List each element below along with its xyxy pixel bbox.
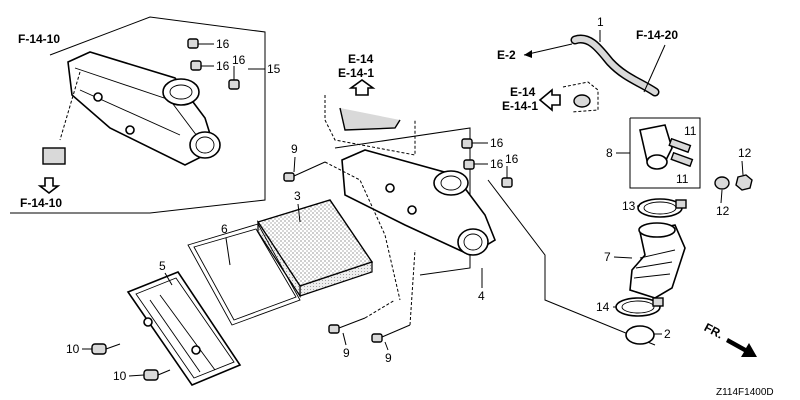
breather-tube (339, 107, 401, 131)
callout-15: 15 (267, 62, 281, 76)
ref-f-14-20: F-14-20 (636, 28, 678, 42)
bolt-16-e (463, 159, 475, 170)
clip-part (42, 147, 66, 165)
callout-16: 16 (505, 152, 519, 166)
callout-6: 6 (221, 222, 228, 236)
housing-15-outline-box (10, 16, 266, 214)
screw-10-b (143, 369, 159, 381)
gasket-6 (187, 223, 301, 326)
drawing-code: Z114F1400D (716, 387, 774, 398)
bolt-16-a (187, 38, 199, 49)
nut-12-a (714, 176, 730, 190)
group-8-box (629, 117, 701, 189)
callout-14: 14 (596, 300, 610, 314)
screw-10-a (91, 343, 107, 355)
ref-e-2: E-2 (497, 48, 516, 62)
callout-11: 11 (676, 172, 689, 186)
housing-4-body (341, 149, 496, 256)
callout-8: 8 (606, 146, 613, 160)
callout-11: 11 (684, 124, 697, 138)
callout-16: 16 (232, 53, 246, 67)
arrow-left-icon (538, 88, 561, 112)
pin-11-b (670, 151, 694, 168)
callout-3: 3 (294, 189, 301, 203)
bolt-9-a (283, 161, 326, 182)
cap-2 (625, 325, 655, 345)
callout-9: 9 (291, 142, 298, 156)
callout-16: 16 (216, 59, 230, 73)
callout-4: 4 (478, 289, 485, 303)
callout-10: 10 (113, 369, 127, 383)
ref-f-14-10-bottom: F-14-10 (20, 196, 62, 210)
ref-e-14: E-14 (510, 85, 536, 99)
grommet (573, 94, 591, 108)
housing-4-inlet (433, 170, 469, 196)
arrow-up-icon (348, 79, 376, 96)
callout-10: 10 (66, 342, 80, 356)
bolt-16-c (228, 79, 240, 90)
bolt-16-b (190, 60, 202, 71)
nut-12-b (735, 174, 753, 191)
direction-fr-label: FR. (702, 320, 726, 341)
pin-11-a (668, 137, 692, 154)
bolt-16-f (501, 177, 513, 188)
callout-5: 5 (159, 259, 166, 273)
filter-assembly (91, 127, 513, 386)
cover-5 (126, 271, 242, 386)
ref-f-14-10-top: F-14-10 (18, 32, 60, 46)
callout-12: 12 (716, 204, 730, 218)
ref-e-14: E-14 (348, 52, 374, 66)
callout-12: 12 (738, 146, 752, 160)
ref-e-14-1: E-14-1 (502, 99, 538, 113)
callout-9: 9 (385, 351, 392, 365)
callout-7: 7 (604, 250, 611, 264)
bolt-16-d (461, 138, 473, 149)
arrow-left-icon (524, 50, 532, 58)
callout-16: 16 (490, 157, 504, 171)
callout-16: 16 (216, 37, 230, 51)
ref-e-14-1: E-14-1 (338, 66, 374, 80)
arrow-down-icon (37, 177, 61, 195)
callout-13: 13 (622, 199, 636, 213)
housing-15-group (10, 16, 266, 214)
bolt-9-b (328, 317, 366, 334)
arrow-front-icon (726, 338, 757, 357)
callout-16: 16 (490, 136, 504, 150)
housing-4-outlet (457, 228, 489, 256)
bolt-9-c (371, 324, 411, 343)
callout-9: 9 (343, 346, 350, 360)
housing-15-inlet (162, 78, 200, 106)
callout-1: 1 (597, 15, 604, 29)
callout-2: 2 (664, 327, 671, 341)
housing-15-outlet (189, 131, 221, 159)
